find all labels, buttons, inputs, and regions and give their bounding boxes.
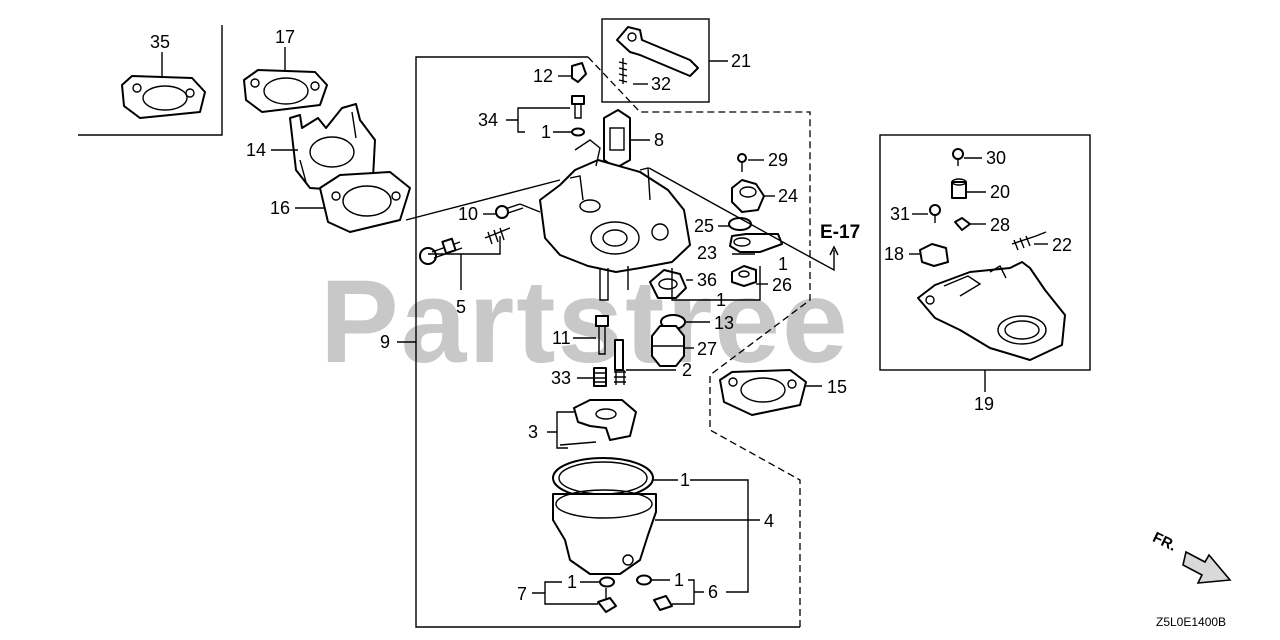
washer-25	[728, 217, 752, 231]
callout-36: 36	[697, 270, 717, 290]
watermark: Partstree	[320, 256, 850, 388]
callout-29: 29	[768, 150, 788, 170]
valve-36	[649, 269, 687, 299]
gasket-17	[243, 69, 328, 113]
callout-1-valve: 1	[716, 290, 726, 310]
callout-16: 16	[270, 198, 290, 218]
callout-28: 28	[990, 215, 1010, 235]
callout-34: 34	[478, 110, 498, 130]
adjuster-20	[951, 178, 967, 199]
outline-assembly-lower	[709, 245, 811, 627]
gasket-16	[319, 171, 411, 233]
screw-29	[737, 153, 747, 172]
cap-24	[731, 179, 765, 213]
outline-assembly-right	[587, 56, 811, 245]
callout-32: 32	[651, 74, 671, 94]
callout-6: 6	[708, 582, 718, 602]
screw-7	[597, 576, 617, 613]
callout-30: 30	[986, 148, 1006, 168]
callout-10: 10	[458, 204, 478, 224]
box-gasket-35	[78, 25, 223, 136]
callout-22: 22	[1052, 235, 1072, 255]
jet-11	[595, 315, 609, 355]
callout-26: 26	[772, 275, 792, 295]
callout-23: 23	[697, 243, 717, 263]
clip-12	[571, 62, 587, 83]
callout-4: 4	[764, 511, 774, 531]
callout-20: 20	[990, 182, 1010, 202]
callout-3: 3	[528, 422, 538, 442]
front-direction-arrow-icon	[1182, 550, 1232, 584]
callout-21: 21	[731, 51, 751, 71]
callout-1-upper-right: 1	[778, 254, 788, 274]
carburetor-body-9	[539, 139, 691, 301]
callout-31: 31	[890, 204, 910, 224]
callout-7: 7	[517, 584, 527, 604]
callout-11: 11	[552, 328, 571, 348]
callout-1-right-washer: 1	[674, 570, 684, 590]
callout-33: 33	[551, 368, 571, 388]
screw-10	[495, 203, 541, 219]
gasket-15	[719, 369, 807, 416]
callout-17: 17	[275, 27, 295, 47]
spring-22	[1011, 231, 1047, 251]
choke-lever-21	[616, 26, 699, 77]
callout-18: 18	[884, 244, 904, 264]
callout-27: 27	[697, 339, 717, 359]
reference-marker: E-17	[820, 222, 860, 243]
collar-23	[729, 233, 783, 253]
callout-5: 5	[456, 297, 466, 317]
screw-31	[929, 204, 941, 223]
lever-18	[919, 243, 949, 267]
screw-34	[571, 95, 585, 119]
callout-1-washer: 1	[541, 122, 551, 142]
insulator-14	[289, 103, 376, 191]
spring-2b	[614, 370, 626, 385]
callout-24: 24	[778, 186, 798, 206]
callout-25: 25	[694, 216, 714, 236]
callout-8: 8	[654, 130, 664, 150]
washer-1a	[571, 127, 585, 137]
callout-15: 15	[827, 377, 847, 397]
direction-label: FR.	[1150, 529, 1179, 555]
callout-9: 9	[380, 332, 390, 352]
gasket-35	[121, 75, 206, 119]
callout-12: 12	[533, 66, 553, 86]
spring-32	[618, 58, 628, 84]
callout-1-bowl-gasket: 1	[680, 470, 690, 490]
callout-19: 19	[974, 394, 994, 414]
callout-2: 2	[682, 360, 692, 380]
leader-lines	[161, 47, 1048, 605]
callout-14: 14	[246, 140, 266, 160]
callout-1-left-washer: 1	[567, 572, 577, 592]
nut-26	[731, 265, 757, 287]
callout-13: 13	[714, 313, 734, 333]
bracket-8	[603, 109, 631, 169]
spring-33	[593, 367, 607, 387]
screw-set-5	[419, 227, 511, 265]
float-valve-27	[651, 325, 685, 367]
float-bowl-4	[552, 457, 657, 575]
clip-28	[954, 217, 971, 231]
callout-labels: 35 17 14 16 12 32 21 34 1 8 29 24 10 25 …	[150, 27, 1072, 604]
control-base-19	[917, 261, 1066, 361]
jet-2	[614, 339, 624, 371]
diagram-code: Z5L0E1400B	[1156, 615, 1226, 629]
float-3	[559, 399, 637, 446]
callout-35: 35	[150, 32, 170, 52]
screw-30	[952, 148, 964, 166]
screw-6	[636, 574, 673, 611]
